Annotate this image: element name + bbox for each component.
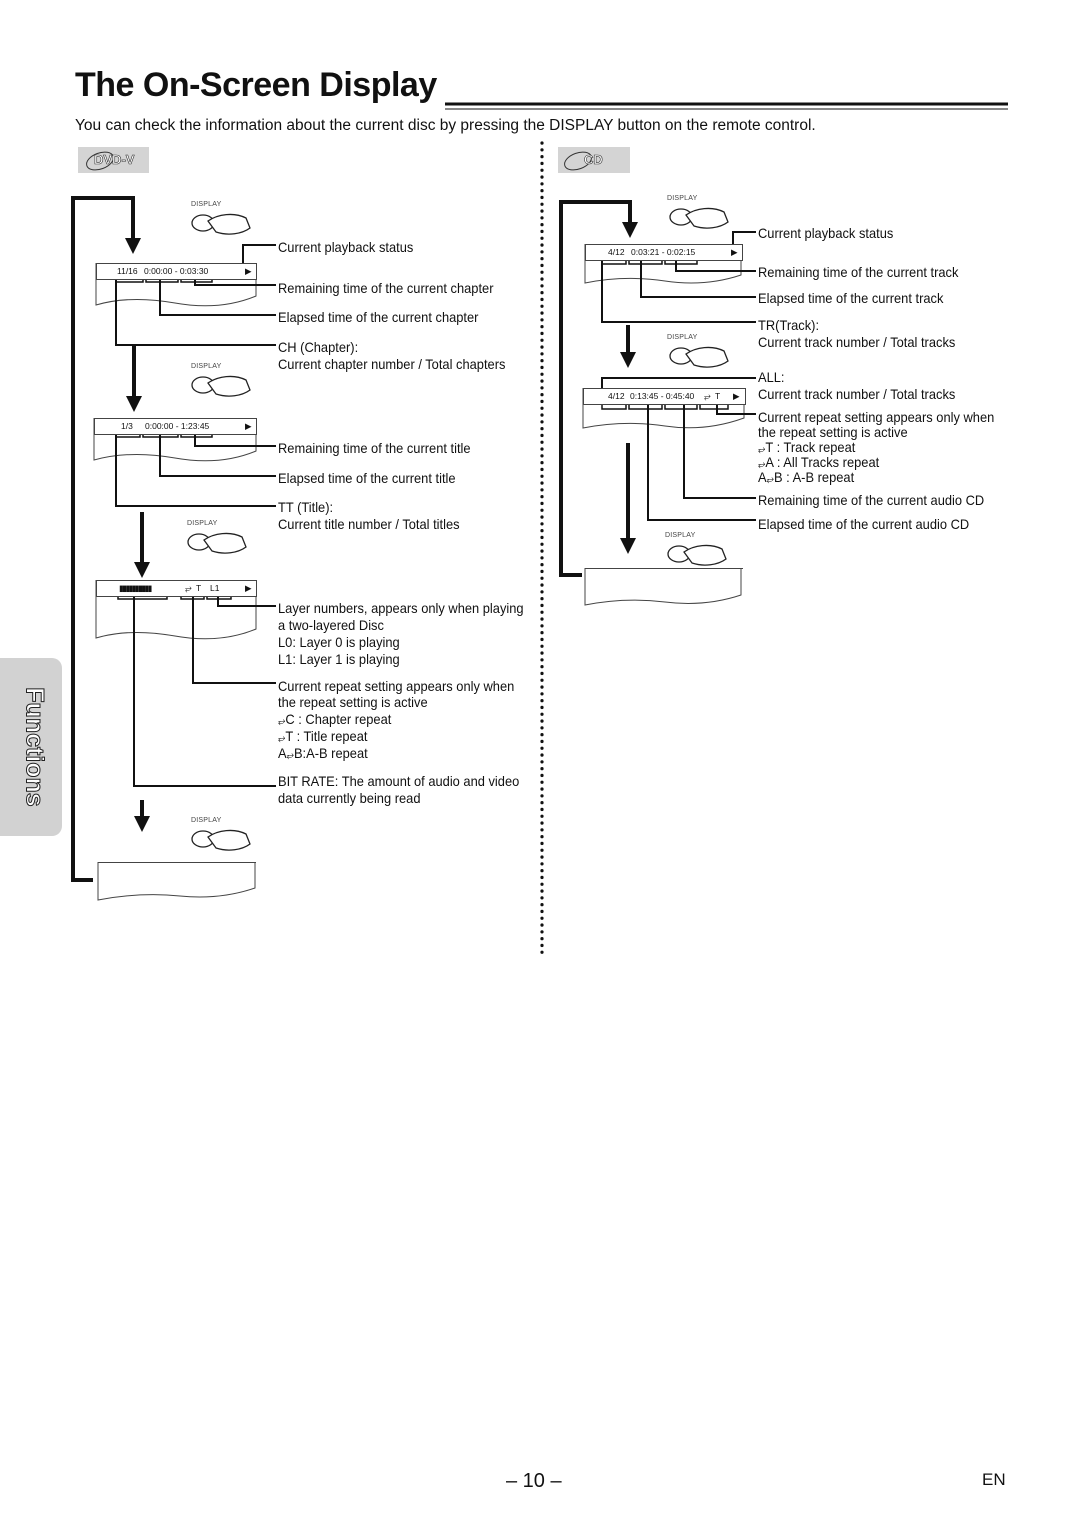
cd-label-repeat-4: ⥂A : All Tracks repeat (758, 454, 880, 470)
hand-press-icon (669, 207, 729, 229)
dvd-label-repeat-2: the repeat setting is active (278, 694, 428, 710)
page-number: – 10 – (506, 1470, 562, 1492)
dvd-osd-bitrate: ▮▮▮▮▮▮▮▮▮▮ ⥂ T L1 ▶ (96, 580, 257, 597)
functions-tab-label: Functions (20, 687, 49, 807)
disc-icon (86, 151, 114, 171)
hand-press-icon (669, 346, 729, 368)
dvd-label-layer-1: Layer numbers, appears only when playing (278, 600, 524, 616)
cd-osd-track: 4/12 0:03:21 - 0:02:15 ▶ (585, 244, 743, 261)
cd-label-elapsed-track: Elapsed time of the current track (758, 290, 944, 306)
dvd-osd-chapter: 11/16 0:00:00 - 0:03:30 ▶ (96, 263, 257, 280)
display-button-label: DISPLAY (187, 520, 218, 527)
disc-icon (564, 151, 592, 171)
repeat-icon: ⥂ (278, 716, 286, 727)
dvd-label-repeat-1: Current repeat setting appears only when (278, 678, 515, 694)
display-button-label: DISPLAY (191, 201, 222, 208)
cd-label-repeat-5: A⥂B : A-B repeat (758, 469, 855, 485)
dvd-v-badge: DVD-V (78, 147, 149, 173)
repeat-icon: ⥂ (758, 444, 766, 455)
dvd-osd-title: 1/3 0:00:00 - 1:23:45 ▶ (94, 418, 257, 435)
cd-label-remaining-track: Remaining time of the current track (758, 264, 959, 280)
cd-label-tr-desc: Current track number / Total tracks (758, 334, 956, 350)
dvd-label-layer-4: L1: Layer 1 is playing (278, 651, 400, 667)
display-button-label: DISPLAY (191, 363, 222, 370)
dvd-label-layer-2: a two-layered Disc (278, 617, 384, 633)
dvd-label-repeat-4: ⥂T : Title repeat (278, 728, 368, 744)
repeat-icon: ⥂ (286, 750, 294, 761)
dvd-label-bitrate-2: data currently being read (278, 790, 421, 806)
cd-label-repeat-1: Current repeat setting appears only when (758, 409, 995, 425)
dvd-label-layer-3: L0: Layer 0 is playing (278, 634, 400, 650)
functions-side-tab (0, 658, 62, 836)
intro-text: You can check the information about the … (75, 117, 816, 134)
cd-label-all-desc: Current track number / Total tracks (758, 386, 956, 402)
cd-label-repeat-3: ⥂T : Track repeat (758, 439, 856, 455)
cd-osd-off-screen (585, 568, 743, 569)
dvd-label-ch-title: CH (Chapter): (278, 339, 359, 355)
dvd-label-elapsed-chapter: Elapsed time of the current chapter (278, 309, 479, 325)
hand-press-icon (191, 375, 251, 397)
dvd-label-tt-desc: Current title number / Total titles (278, 516, 460, 532)
dvd-label-bitrate-1: BIT RATE: The amount of audio and video (278, 773, 520, 789)
cd-label-all-title: ALL: (758, 369, 785, 385)
repeat-icon: ⥂ (704, 391, 711, 401)
hand-press-icon (191, 213, 251, 235)
cd-label-remaining-cd: Remaining time of the current audio CD (758, 492, 985, 508)
dvd-label-remaining-chapter: Remaining time of the current chapter (278, 280, 494, 296)
cd-label-elapsed-cd: Elapsed time of the current audio CD (758, 516, 970, 532)
hand-press-icon (667, 544, 727, 566)
repeat-icon: ⥂ (185, 583, 192, 593)
display-button-label: DISPLAY (665, 532, 696, 539)
cd-badge: CD (558, 147, 630, 173)
repeat-icon: ⥂ (278, 733, 286, 744)
display-button-label: DISPLAY (667, 195, 698, 202)
dvd-label-tt-title: TT (Title): (278, 499, 334, 515)
dvd-label-repeat-3: ⥂C : Chapter repeat (278, 711, 392, 727)
hand-press-icon (191, 829, 251, 851)
dvd-label-remaining-title: Remaining time of the current title (278, 440, 471, 456)
repeat-icon: ⥂ (758, 459, 766, 470)
dvd-label-repeat-5: A⥂B:A-B repeat (278, 745, 368, 761)
page-title: The On-Screen Display (75, 66, 437, 104)
hand-press-icon (187, 532, 247, 554)
display-button-label: DISPLAY (191, 817, 222, 824)
display-button-label: DISPLAY (667, 334, 698, 341)
cd-label-tr-title: TR(Track): (758, 317, 820, 333)
repeat-icon: ⥂ (766, 474, 774, 485)
cd-label-playback-status: Current playback status (758, 225, 894, 241)
dvd-label-elapsed-title: Elapsed time of the current title (278, 470, 456, 486)
cd-osd-all: 4/12 0:13:45 - 0:45:40 ⥂ T ▶ (583, 388, 746, 405)
dvd-label-ch-desc: Current chapter number / Total chapters (278, 356, 506, 372)
dvd-osd-off-screen (98, 862, 256, 863)
cd-label-repeat-2: the repeat setting is active (758, 424, 908, 440)
dvd-label-playback-status: Current playback status (278, 239, 414, 255)
bitrate-meter: ▮▮▮▮▮▮▮▮▮▮ (119, 583, 152, 593)
language-code: EN (982, 1470, 1006, 1489)
